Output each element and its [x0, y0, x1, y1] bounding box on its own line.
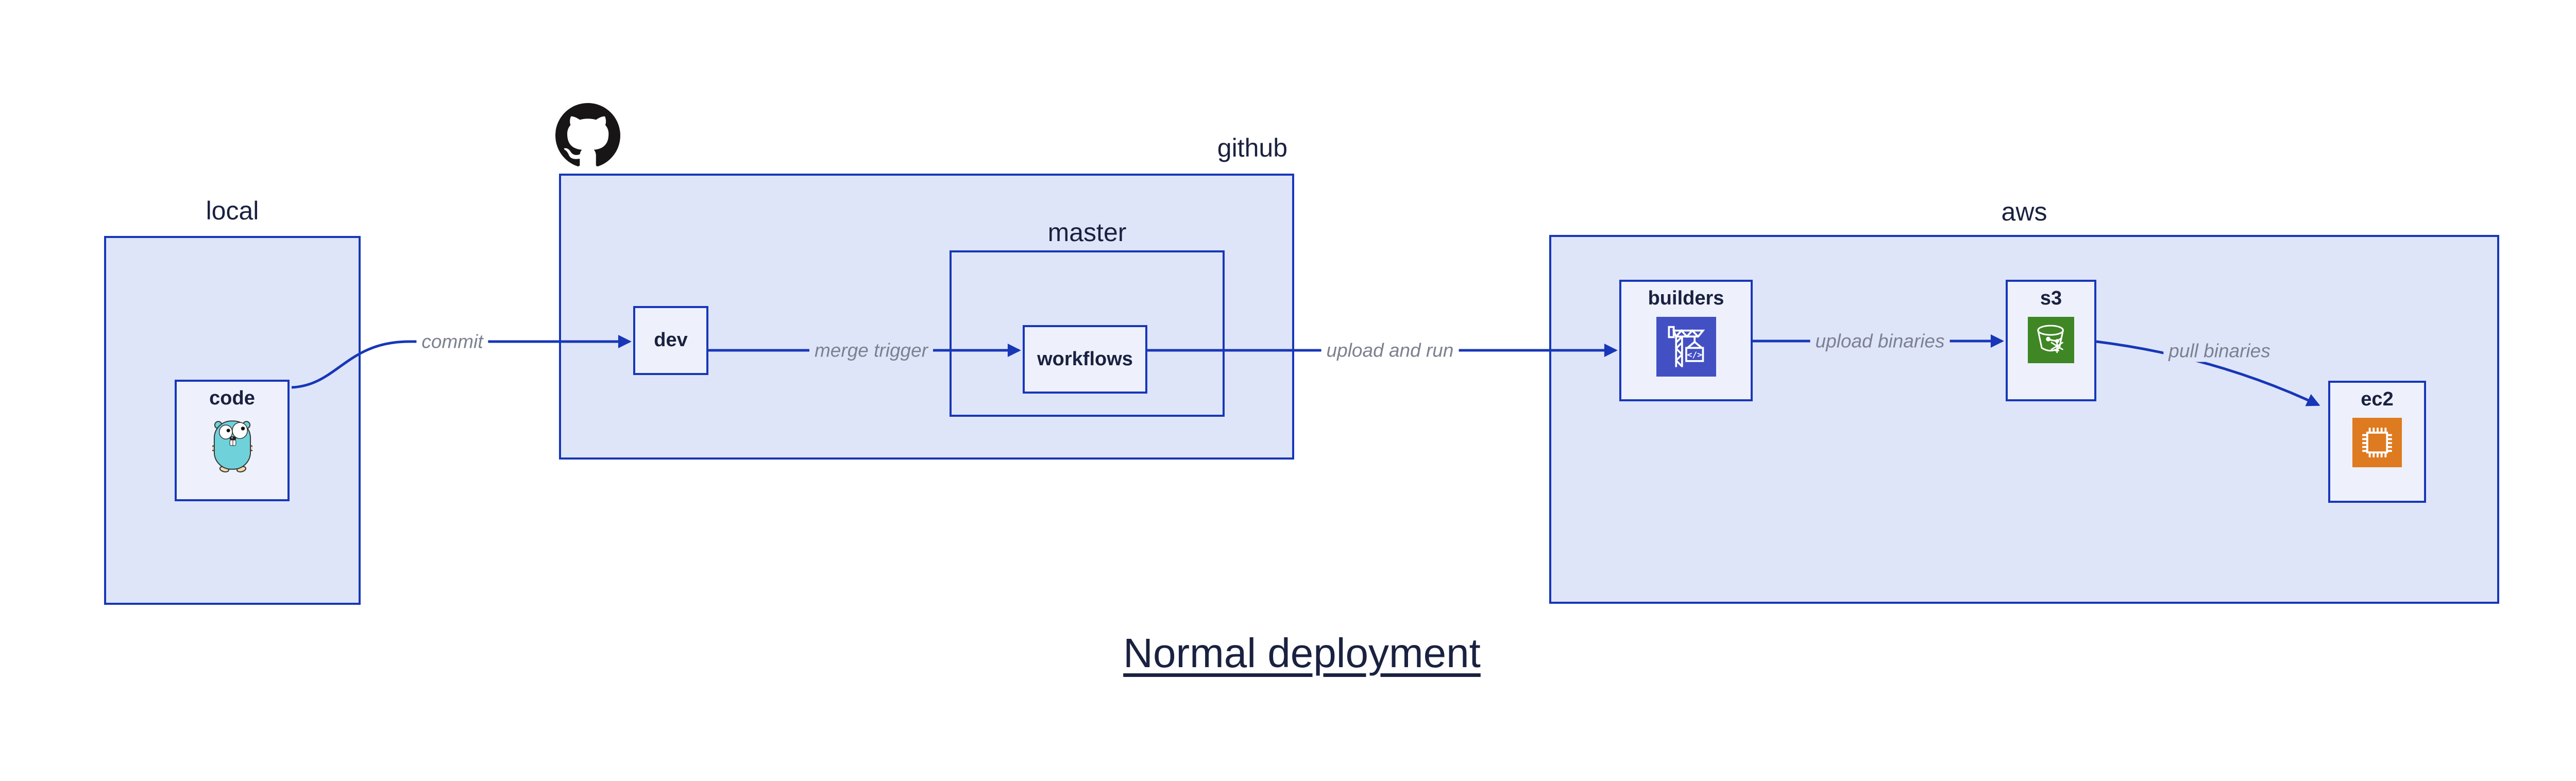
master-group-label: master [1047, 218, 1127, 247]
svg-text:</>: </> [1687, 350, 1702, 360]
dev-node-label: dev [654, 329, 688, 351]
diagram-title: Normal deployment [1123, 630, 1481, 676]
s3-bucket-snowflake-icon [2028, 316, 2074, 363]
ec2-node: ec2 [2328, 381, 2426, 503]
edge-label-upload-binaries: upload binaries [1810, 330, 1950, 352]
codebuild-crane-icon: </> [1656, 316, 1716, 377]
builders-node: builders </> [1619, 280, 1753, 401]
ec2-node-label: ec2 [2361, 388, 2394, 410]
local-group-label: local [206, 196, 259, 225]
builders-node-label: builders [1648, 287, 1724, 309]
s3-node-label: s3 [2040, 287, 2062, 309]
s3-node: s3 [2006, 280, 2096, 401]
github-group-label: github [1217, 133, 1287, 162]
github-octocat-icon [555, 103, 620, 166]
edge-label-merge-trigger: merge trigger [809, 339, 934, 362]
aws-group-label: aws [2001, 197, 2047, 226]
edge-label-commit: commit [416, 330, 488, 353]
workflows-node: workflows [1023, 325, 1147, 394]
ec2-chip-icon [2352, 417, 2402, 467]
edge-label-pull-binaries: pull binaries [2163, 339, 2276, 362]
code-node: code [175, 380, 290, 501]
go-gopher-icon [212, 420, 252, 472]
dev-node: dev [633, 306, 708, 375]
edge-label-upload-and-run: upload and run [1321, 339, 1459, 362]
workflows-node-label: workflows [1037, 348, 1133, 370]
code-node-label: code [209, 387, 255, 409]
